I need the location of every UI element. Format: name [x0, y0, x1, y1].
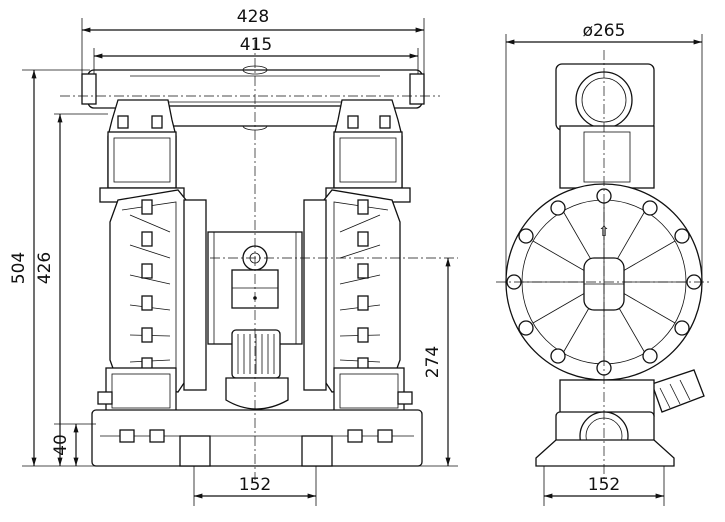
muffler [225, 329, 289, 410]
left-diaphragm-chamber [109, 189, 207, 393]
left-upper-valve-housing [99, 99, 185, 203]
dim-port-height: 426 [35, 252, 55, 284]
dim-overall-height: 504 [9, 252, 29, 284]
dim-foot-spacing-front: 152 [239, 475, 271, 495]
dim-base-height: 40 [51, 434, 71, 456]
dim-foot-spacing-side: 152 [588, 475, 620, 495]
side-muffler [651, 369, 705, 413]
right-lower-valve-housing [333, 367, 413, 415]
right-upper-valve-housing [325, 99, 411, 203]
dim-center-height: 274 [423, 346, 443, 378]
dim-overall-width: 428 [237, 7, 269, 27]
side-view: ⇧ [496, 34, 712, 506]
right-diaphragm-chamber [303, 189, 401, 393]
front-view [22, 18, 458, 506]
left-lower-valve-housing [97, 367, 177, 415]
dim-diameter: ø265 [583, 21, 626, 41]
bottom-manifold [91, 409, 423, 467]
dim-manifold-width: 415 [240, 35, 272, 55]
